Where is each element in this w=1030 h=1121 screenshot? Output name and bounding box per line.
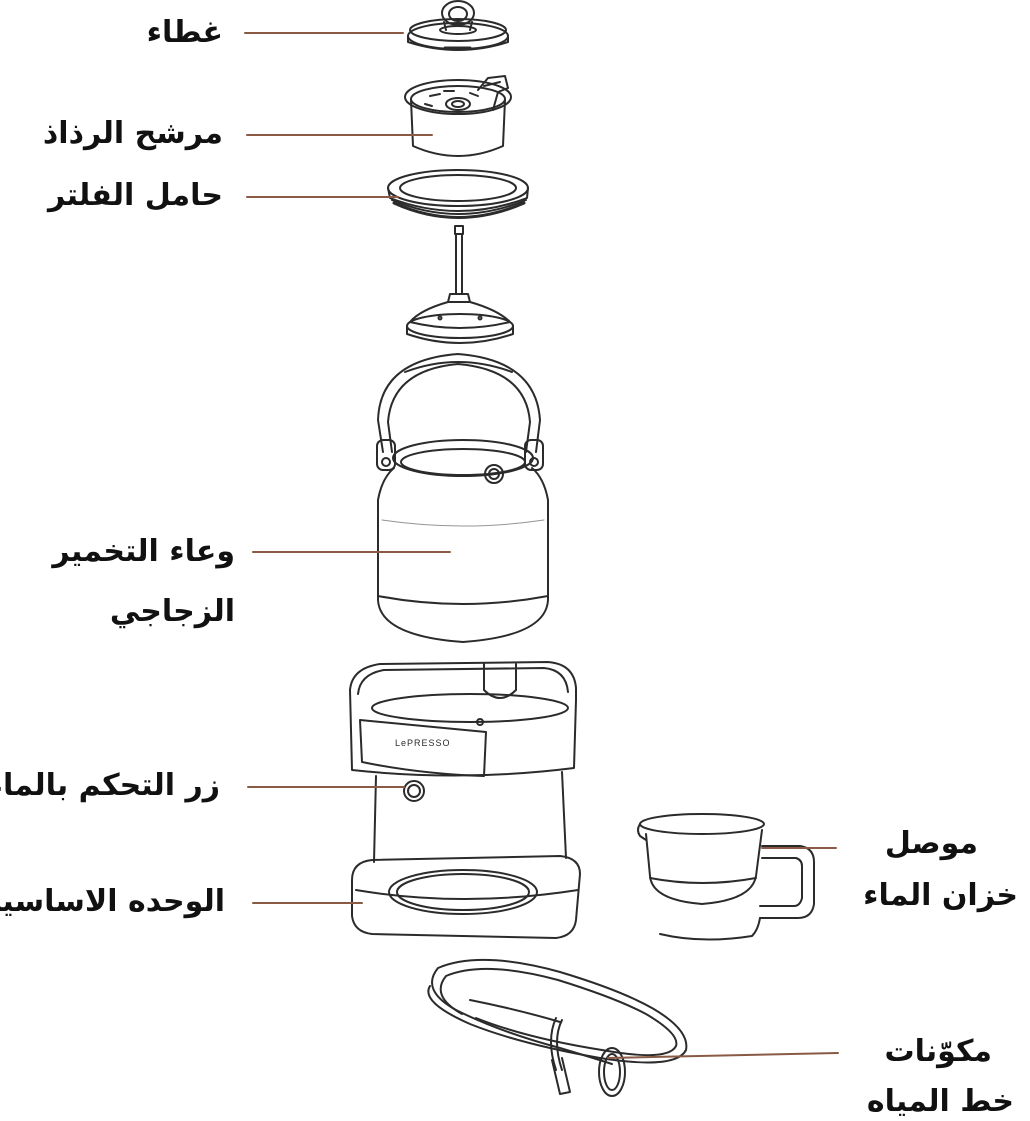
label-water-control-knob: زر التحكم بالماء: [0, 768, 220, 804]
label-base-unit: الوحده الاساسيه: [0, 884, 225, 920]
label-water-tank-line1: موصل: [885, 826, 978, 862]
glass-brew-vessel-part: [377, 354, 548, 642]
lid-part: [408, 1, 508, 50]
label-shower-filter: مرشح الرذاذ: [43, 116, 223, 152]
filter-holder-part: [388, 170, 528, 218]
brand-logo-text: LePRESSO: [395, 738, 451, 748]
label-water-line-line2: خط المياه: [867, 1084, 1014, 1120]
label-lid: غطاء: [147, 15, 223, 51]
label-filter-holder: حامل الفلتر: [48, 178, 223, 214]
water-line-tube-part: [428, 960, 686, 1096]
label-glass-vessel-line2: الزجاجي: [110, 594, 235, 630]
plunger-part: [407, 226, 513, 343]
shower-filter-part: [405, 76, 511, 156]
label-water-tank-line2: خزان الماء: [863, 878, 1018, 914]
label-glass-vessel-line1: وعاء التخمير: [52, 534, 235, 570]
base-unit-part: LePRESSO: [350, 662, 580, 938]
water-tank-part: [638, 814, 814, 940]
label-water-line-line1: مكوّنات: [884, 1034, 992, 1070]
